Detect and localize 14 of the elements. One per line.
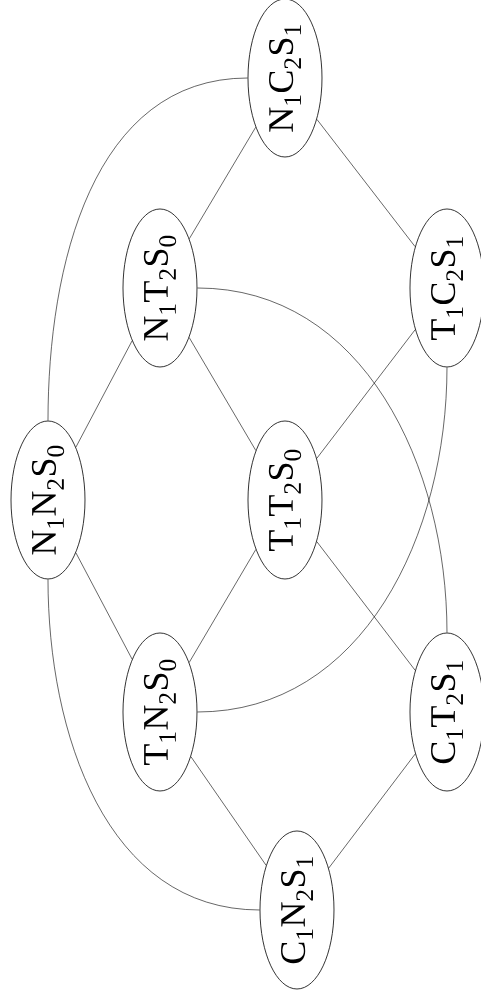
connector-line	[188, 337, 257, 451]
connector-line	[328, 753, 416, 869]
connector-line	[188, 549, 257, 663]
connector-line	[316, 541, 416, 671]
connector-line	[75, 340, 133, 448]
connector-line	[47, 77, 248, 421]
connector-line	[197, 367, 448, 713]
connector-line	[316, 119, 416, 247]
connector-line	[75, 552, 133, 660]
connector-line	[47, 579, 260, 911]
connector-line	[189, 126, 256, 240]
connector-line	[190, 756, 267, 866]
connector-line	[197, 287, 448, 633]
connector-line	[316, 329, 416, 459]
